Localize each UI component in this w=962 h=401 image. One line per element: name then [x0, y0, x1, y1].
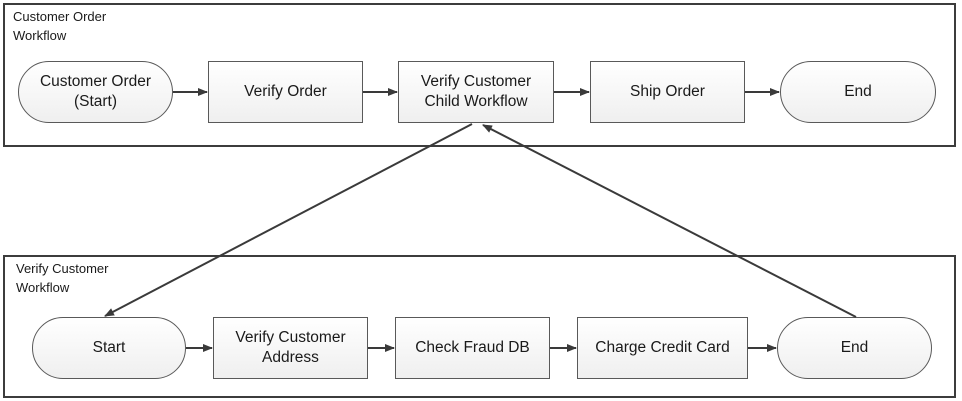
verify-customer-end-node: End [777, 317, 932, 379]
verify-order-node: Verify Order [208, 61, 363, 123]
ship-order-node: Ship Order [590, 61, 745, 123]
arrow-child-end-to-child-workflow [482, 124, 857, 318]
arrow-child-workflow-to-child-start [104, 123, 473, 317]
customer-order-workflow-frame [3, 3, 956, 147]
verify-customer-child-workflow-node: Verify Customer Child Workflow [398, 61, 554, 123]
customer-order-start-node: Customer Order (Start) [18, 61, 173, 123]
verify-customer-address-node: Verify Customer Address [213, 317, 368, 379]
verify-customer-start-node: Start [32, 317, 186, 379]
charge-credit-card-node: Charge Credit Card [577, 317, 748, 379]
verify-customer-workflow-title: Verify Customer Workflow [16, 261, 109, 295]
customer-order-end-node: End [780, 61, 936, 123]
customer-order-workflow-title: Customer Order Workflow [13, 9, 107, 43]
check-fraud-db-node: Check Fraud DB [395, 317, 550, 379]
verify-customer-workflow-frame [3, 255, 956, 398]
